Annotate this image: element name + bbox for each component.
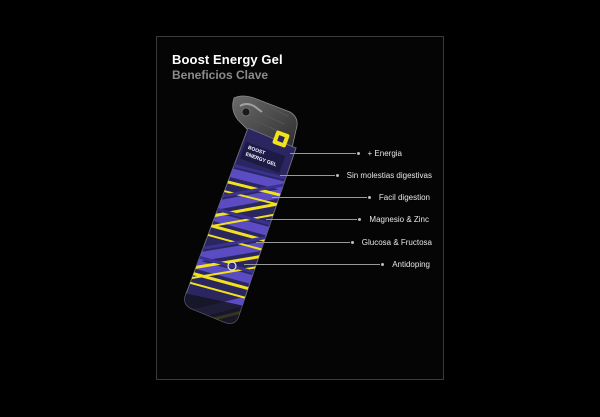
callout-dot-icon [356,151,360,155]
callout-dot-icon [358,217,362,221]
callout-line [266,218,358,220]
benefit-label: Magnesio & Zinc [369,214,429,224]
page-title: Boost Energy Gel [172,52,283,67]
callout-line [272,196,367,198]
callout-dot-icon [367,195,371,199]
benefit-label: + Energia [367,148,402,158]
benefit-label: Glucosa & Fructosa [361,237,432,247]
benefit-label: Antidoping [392,259,430,269]
benefit-callout: + Energia [290,147,402,159]
benefit-callout: Sin molestias digestivas [280,169,432,181]
callout-line [256,241,350,243]
pack-brand-text: BOOST [247,145,266,157]
benefit-callout: Facil digestion [272,191,430,203]
benefit-label: Sin molestias digestivas [346,170,432,180]
pack-logo-icon [272,130,290,148]
callout-dot-icon [335,173,339,177]
callout-dot-icon [350,240,354,244]
benefit-label: Facil digestion [378,192,430,202]
benefit-callout: Magnesio & Zinc [266,213,429,225]
benefit-callout: Antidoping [244,258,430,270]
benefit-callout: Glucosa & Fructosa [256,236,432,248]
callout-dot-icon [381,262,385,266]
infographic-panel [156,36,444,380]
callout-line [280,174,335,176]
callout-line [290,152,356,154]
callout-line [244,263,381,265]
page-subtitle: Beneficios Clave [172,68,269,82]
energy-gel-pack-image: BOOST ENERGY GEL [184,95,298,324]
